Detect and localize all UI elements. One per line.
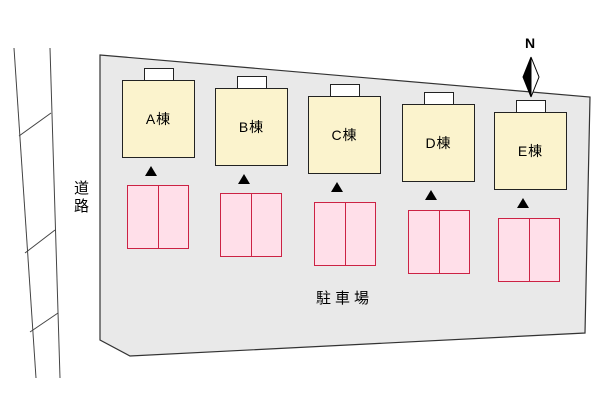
parking-stall <box>157 185 189 249</box>
building-label: C棟 <box>331 127 358 143</box>
parking-stall <box>314 202 346 266</box>
building-d: D棟 <box>402 92 475 200</box>
parking-pair <box>220 193 282 257</box>
compass-needle-icon <box>530 56 540 98</box>
entrance-porch <box>515 100 546 113</box>
entrance-marker-triangle-icon <box>517 198 529 208</box>
parking-stall <box>438 210 470 274</box>
road-hatch-mark <box>18 112 52 137</box>
entrance-porch <box>143 68 174 81</box>
road-hatch-mark <box>24 229 56 254</box>
road-edge-line <box>13 47 37 379</box>
road-hatch-mark <box>29 312 59 333</box>
parking-pair <box>127 185 189 249</box>
parking-pair <box>314 202 376 266</box>
building-label: D棟 <box>425 135 452 151</box>
building-b: B棟 <box>215 76 288 184</box>
parking-stall <box>408 210 440 274</box>
parking-pair <box>498 218 560 282</box>
parking-stall <box>498 218 530 282</box>
building-label: B棟 <box>238 119 265 135</box>
parking-pair <box>408 210 470 274</box>
parking-stall <box>344 202 376 266</box>
building-label: A棟 <box>145 111 172 127</box>
building-e: E棟 <box>494 100 567 208</box>
entrance-marker-triangle-icon <box>238 174 250 184</box>
entrance-porch <box>423 92 454 105</box>
building-c: C棟 <box>308 84 381 192</box>
entrance-porch <box>329 84 360 97</box>
parking-stall <box>127 185 159 249</box>
entrance-marker-triangle-icon <box>331 182 343 192</box>
building-a: A棟 <box>122 68 195 176</box>
parking-stall <box>528 218 560 282</box>
parking-stall <box>250 193 282 257</box>
parking-stall <box>220 193 252 257</box>
entrance-porch <box>236 76 267 89</box>
compass-north-label: N <box>525 35 536 51</box>
road-edge-line <box>49 47 61 379</box>
entrance-marker-triangle-icon <box>425 190 437 200</box>
entrance-marker-triangle-icon <box>145 166 157 176</box>
road-label: 道路 <box>72 180 89 216</box>
building-label: E棟 <box>517 143 544 159</box>
parking-lot-label: 駐車場 <box>316 290 374 307</box>
